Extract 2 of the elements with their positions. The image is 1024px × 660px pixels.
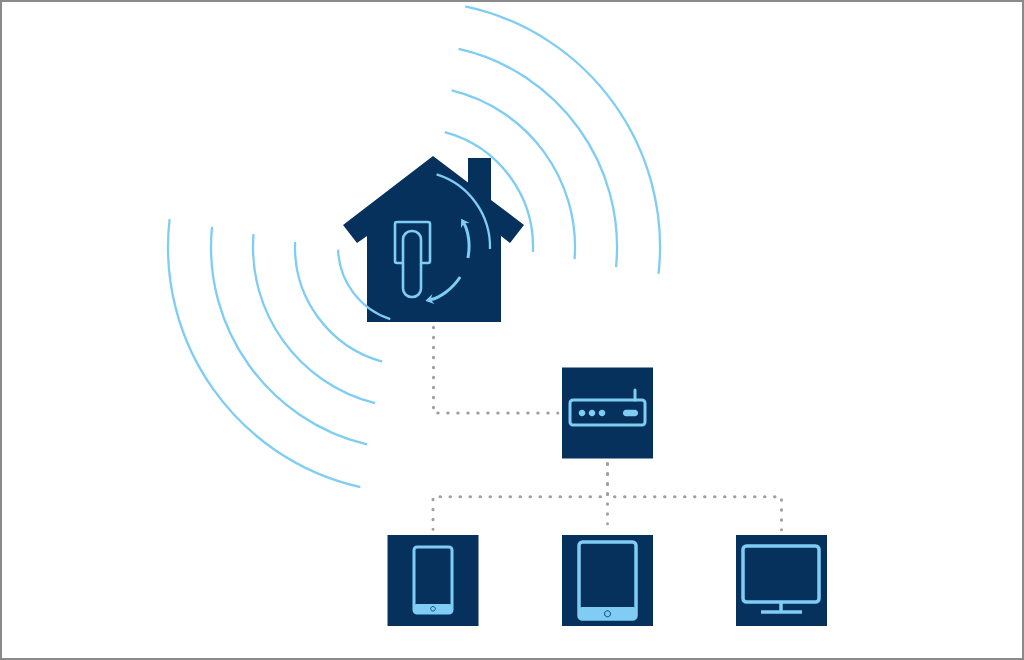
dotted-connector (606, 462, 783, 532)
dotted-connector (432, 325, 560, 415)
